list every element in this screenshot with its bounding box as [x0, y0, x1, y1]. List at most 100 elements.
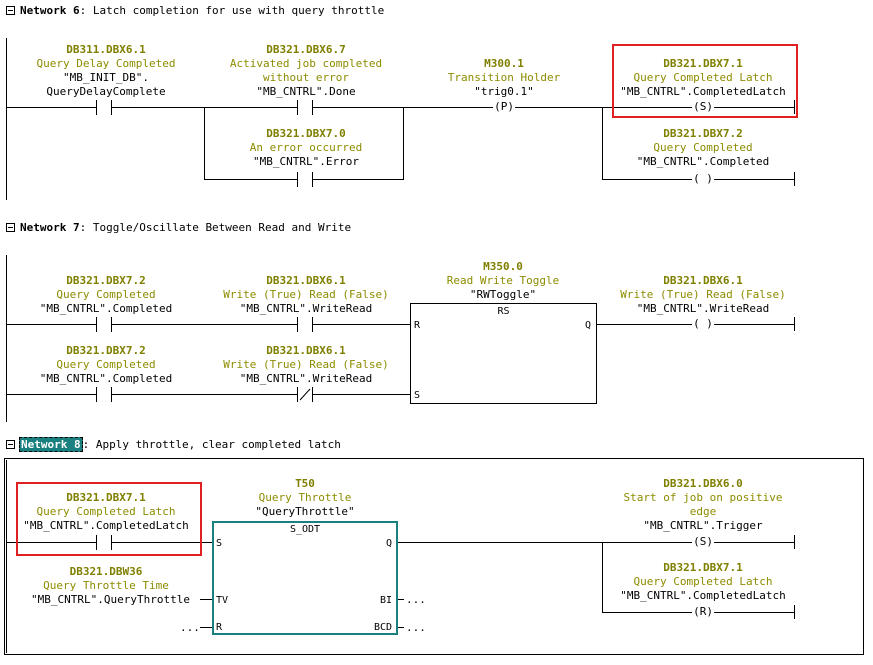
n7-contact3-no-contact[interactable] [96, 387, 112, 402]
n7-contact1-address: DB321.DBX7.2 [66, 274, 146, 287]
n6-contact1-address: DB311.DBX6.1 [66, 43, 146, 56]
n8-timer-address: T50 [295, 477, 315, 490]
n6-contact1-comment: Query Delay Completed [36, 57, 176, 70]
n6-coil-comment: Query Completed [653, 141, 753, 154]
n6-scoil[interactable]: (S) [692, 100, 714, 113]
n8-scoil[interactable]: (S) [692, 535, 714, 548]
power-rail-n6 [6, 38, 7, 200]
network-8-collapse-toggle[interactable] [6, 440, 15, 449]
n6-scoil-address: DB321.DBX7.1 [663, 57, 743, 70]
network-6-header: Network 6: Latch completion for use with… [20, 4, 384, 17]
n7-contact2-address: DB321.DBX6.1 [266, 274, 346, 287]
n8-rcoil-symbol: "MB_CNTRL".CompletedLatch [620, 589, 786, 602]
network-6-collapse-toggle[interactable] [6, 6, 15, 15]
n8-timer-s-odt[interactable]: S_ODT S Q TV BI R BCD [212, 521, 398, 635]
power-rail-n7 [6, 255, 7, 422]
n8-scoil-comment-2: edge [689, 505, 717, 518]
n7-contact4-nc-contact[interactable] [297, 387, 313, 402]
n8-timer-pin-bcd: BCD [373, 622, 392, 633]
n8-timer-pin-r: R [216, 622, 223, 633]
n7-contact4-comment: Write (True) Read (False) [223, 358, 389, 371]
n6-coil[interactable]: ( ) [692, 172, 714, 185]
power-rail-n8 [6, 460, 7, 653]
network-6-comment: : Latch completion for use with query th… [79, 4, 385, 17]
n7-coil-address: DB321.DBX6.1 [663, 274, 743, 287]
network-6-label: Network 6 [20, 4, 80, 17]
n7-rs-comment: Read Write Toggle [446, 274, 560, 287]
n6-scoil-comment: Query Completed Latch [633, 71, 773, 84]
n7-rs-pin-q: Q [584, 320, 591, 331]
n6-contact3-no-contact[interactable] [297, 172, 313, 187]
network-8-comment: : Apply throttle, clear completed latch [82, 438, 341, 451]
network-7-header: Network 7: Toggle/Oscillate Between Read… [20, 221, 351, 234]
n7-contact3-address: DB321.DBX7.2 [66, 344, 146, 357]
network-8-header: Network 8: Apply throttle, clear complet… [19, 437, 341, 452]
n7-rs-flipflop[interactable]: RS R Q S [410, 303, 597, 404]
n6-pcoil-comment: Transition Holder [447, 71, 561, 84]
n8-contact1-no-contact[interactable] [96, 535, 112, 550]
n6-contact2-no-contact[interactable] [297, 100, 313, 115]
n7-contact4-symbol: "MB_CNTRL".WriteRead [239, 372, 373, 385]
n8-timer-symbol: "QueryThrottle" [255, 505, 355, 518]
network-7-label: Network 7 [20, 221, 80, 234]
n7-rs-pin-r: R [414, 320, 421, 331]
n6-contact2-symbol: "MB_CNTRL".Done [256, 85, 356, 98]
n8-bcd-output[interactable]: ... [406, 621, 426, 634]
highlight-box-n8 [16, 482, 202, 556]
n8-rcoil-comment: Query Completed Latch [633, 575, 773, 588]
network-8-selection-frame [4, 458, 864, 655]
n7-coil-comment: Write (True) Read (False) [620, 288, 786, 301]
n6-contact2-address: DB321.DBX6.7 [266, 43, 346, 56]
n8-timer-comment: Query Throttle [258, 491, 352, 504]
n6-coil-symbol: "MB_CNTRL".Completed [636, 155, 770, 168]
n7-contact3-comment: Query Completed [56, 358, 156, 371]
n6-scoil-symbol: "MB_CNTRL".CompletedLatch [620, 85, 786, 98]
n8-timer-pin-s: S [216, 538, 223, 549]
n8-timer-pin-q: Q [385, 538, 392, 549]
n7-coil-symbol: "MB_CNTRL".WriteRead [636, 302, 770, 315]
n7-rs-title: RS [497, 306, 510, 317]
n8-scoil-comment: Start of job on positive [623, 491, 783, 504]
n8-rcoil-address: DB321.DBX7.1 [663, 561, 743, 574]
n6-contact2-comment-2: without error [262, 71, 350, 84]
network-7-comment: : Toggle/Oscillate Between Read and Writ… [79, 221, 352, 234]
n6-contact3-comment: An error occurred [249, 141, 363, 154]
n8-tv-address: DB321.DBW36 [69, 565, 143, 578]
n8-timer-pin-bi: BI [379, 595, 392, 606]
n8-contact1-comment: Query Completed Latch [36, 505, 176, 518]
network-8-label[interactable]: Network 8 [19, 437, 83, 452]
n8-tv-symbol[interactable]: "MB_CNTRL".QueryThrottle [31, 593, 190, 606]
n6-pcoil[interactable]: (P) [493, 100, 515, 113]
n7-rs-symbol: "RWToggle" [469, 288, 537, 301]
n7-contact2-symbol: "MB_CNTRL".WriteRead [239, 302, 373, 315]
n7-contact2-comment: Write (True) Read (False) [223, 288, 389, 301]
highlight-box-n6 [612, 44, 798, 118]
n7-coil[interactable]: ( ) [692, 317, 714, 330]
n6-contact1-symbol-2: QueryDelayComplete [46, 85, 166, 98]
n6-contact3-symbol: "MB_CNTRL".Error [253, 155, 359, 168]
n6-pcoil-address: M300.1 [484, 57, 524, 70]
n8-rcoil[interactable]: (R) [692, 605, 714, 618]
n6-contact1-symbol: "MB_INIT_DB". [62, 71, 150, 84]
n8-timer-pin-tv: TV [216, 595, 229, 606]
nc-slash-icon [299, 388, 311, 401]
n8-bi-output[interactable]: ... [406, 593, 426, 606]
n7-rs-pin-s: S [414, 390, 421, 401]
n7-contact2-no-contact[interactable] [297, 317, 313, 332]
n8-contact1-address: DB321.DBX7.1 [66, 491, 146, 504]
n6-coil-address: DB321.DBX7.2 [663, 127, 743, 140]
n7-rs-address: M350.0 [483, 260, 523, 273]
n6-contact1-no-contact[interactable] [96, 100, 112, 115]
n7-contact1-symbol: "MB_CNTRL".Completed [39, 302, 173, 315]
n8-r-input[interactable]: ... [180, 621, 200, 634]
n6-pcoil-symbol: "trig0.1" [474, 85, 534, 98]
n7-contact1-comment: Query Completed [56, 288, 156, 301]
n7-contact1-no-contact[interactable] [96, 317, 112, 332]
n6-contact3-address: DB321.DBX7.0 [266, 127, 346, 140]
network-7-collapse-toggle[interactable] [6, 223, 15, 232]
n7-contact3-symbol: "MB_CNTRL".Completed [39, 372, 173, 385]
n8-timer-title: S_ODT [289, 524, 321, 535]
n8-tv-comment: Query Throttle Time [43, 579, 169, 592]
n8-scoil-symbol: "MB_CNTRL".Trigger [643, 519, 763, 532]
n8-contact1-symbol: "MB_CNTRL".CompletedLatch [23, 519, 189, 532]
